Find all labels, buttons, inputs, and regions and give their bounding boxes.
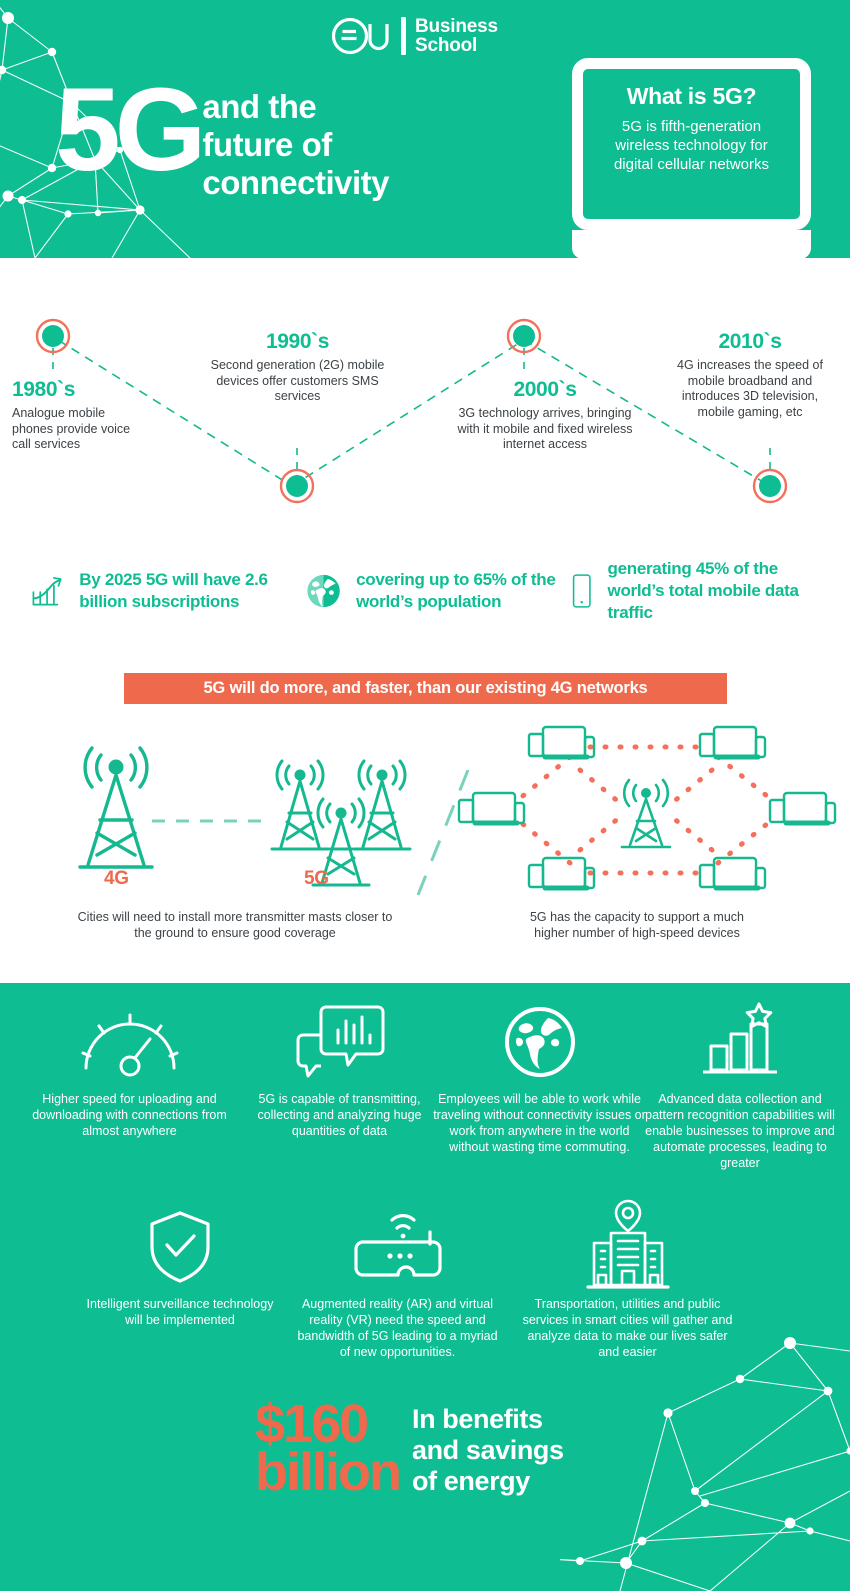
benefit-text: Augmented reality (AR) and virtual reali…	[297, 1297, 498, 1359]
caption-transmitter-masts: Cities will need to install more transmi…	[77, 910, 393, 940]
benefit-data-analysis: 5G is capable of transmitting, collectin…	[232, 1003, 447, 1139]
bar-chart-star-icon	[645, 1002, 835, 1081]
stat-population-coverage: covering up to 65% of the world’s popula…	[305, 560, 565, 622]
savings-text-line-3: of energy	[411, 1466, 530, 1496]
benefit-surveillance: Intelligent surveillance technology will…	[85, 1208, 275, 1328]
stat-text: covering up to 65% of the world’s popula…	[356, 570, 556, 611]
stat-text: By 2025 5G will have 2.6 billion subscri…	[79, 570, 268, 611]
coverage-comparison-section	[0, 715, 850, 970]
header-section: Business School 5G and the future of con…	[0, 0, 850, 258]
what-is-5g-callout: What is 5G? 5G is fifth-generation wirel…	[572, 58, 811, 258]
eu-business-school-logo: Business School	[330, 12, 498, 60]
benefit-text: Employees will be able to work while tra…	[433, 1092, 646, 1154]
benefit-text: Higher speed for uploading and downloadi…	[32, 1092, 227, 1138]
benefit-text: Intelligent surveillance technology will…	[86, 1297, 274, 1327]
tower-4g-icon	[78, 746, 154, 869]
monitor-stand-icon	[572, 230, 811, 258]
timeline-year: 1980`s	[12, 378, 75, 401]
savings-amount-line-1: $160	[255, 1394, 369, 1454]
orange-banner: 5G will do more, and faster, than our ex…	[124, 673, 727, 704]
timeline-description: Analogue mobile phones provide voice cal…	[12, 406, 131, 451]
tower-5g-cluster-icon	[270, 759, 412, 887]
logo-line-1: Business	[415, 16, 498, 37]
callout-title: What is 5G?	[626, 83, 757, 109]
label-4g: 4G	[104, 868, 129, 889]
stats-section: By 2025 5G will have 2.6 billion subscri…	[0, 550, 850, 655]
timeline-item-2000s: 2000`s 3G technology arrives, bringing w…	[455, 378, 635, 453]
headline-line-3: connectivity	[202, 164, 389, 201]
timeline-item-2010s: 2010`s 4G increases the speed of mobile …	[665, 330, 835, 420]
timeline-item-1980s: 1980`s Analogue mobile phones provide vo…	[12, 378, 144, 453]
vr-headset-icon	[295, 1208, 500, 1286]
logo-wordmark: Business School	[415, 17, 498, 55]
headline-line-1: and the	[202, 88, 317, 125]
timeline-description: 4G increases the speed of mobile broadba…	[677, 358, 823, 419]
device-mesh-icon	[457, 725, 837, 891]
timeline-section: 1980`s Analogue mobile phones provide vo…	[0, 258, 850, 543]
network-pattern-background	[0, 6, 191, 258]
page-title: 5G and the future of connectivity	[55, 64, 389, 202]
timeline-year: 1990`s	[266, 330, 329, 353]
globe-icon	[307, 574, 340, 608]
smart-city-icon	[520, 1199, 735, 1289]
towers-and-network-diagram	[78, 725, 837, 896]
benefit-text: 5G is capable of transmitting, collectin…	[257, 1092, 422, 1138]
savings-callout: $160 billion In benefits and savings of …	[255, 1394, 675, 1502]
benefit-data-collection: Advanced data collection and pattern rec…	[645, 1002, 835, 1171]
network-pattern-background-bottom	[560, 1337, 850, 1591]
stat-data-traffic: generating 45% of the world’s total mobi…	[570, 556, 820, 626]
timeline-description: 3G technology arrives, bringing with it …	[457, 406, 633, 451]
benefit-smart-cities: Transportation, utilities and public ser…	[520, 1199, 735, 1360]
savings-text-line-1: In benefits	[411, 1404, 543, 1434]
timeline-year: 2010`s	[718, 330, 782, 353]
logo-line-2: School	[415, 35, 478, 56]
timeline-description: Second generation (2G) mobile devices of…	[210, 358, 385, 403]
timeline-year: 2000`s	[513, 378, 577, 401]
benefit-higher-speed: Higher speed for uploading and downloadi…	[22, 1003, 237, 1139]
benefit-remote-work: Employees will be able to work while tra…	[432, 1003, 647, 1155]
speedometer-icon	[22, 1003, 237, 1081]
section-divider-slash	[416, 769, 470, 896]
headline-subtitle: and the future of connectivity	[202, 88, 389, 202]
timeline-connectors	[35, 318, 788, 504]
timeline-item-1990s: 1990`s Second generation (2G) mobile dev…	[205, 330, 390, 405]
savings-text-line-2: and savings	[411, 1435, 564, 1465]
banner-text: 5G will do more, and faster, than our ex…	[203, 679, 648, 697]
headline-5g: 5G	[55, 64, 206, 196]
benefit-text: Transportation, utilities and public ser…	[522, 1297, 733, 1359]
savings-amount-line-2: billion	[255, 1442, 402, 1502]
benefits-section: Higher speed for uploading and downloadi…	[0, 983, 850, 1591]
label-5g: 5G	[304, 868, 329, 889]
callout-description: 5G is fifth-generation wireless technolo…	[613, 118, 770, 173]
globe-icon	[432, 1003, 647, 1081]
logo-divider	[401, 17, 406, 55]
monitor-frame-icon: What is 5G? 5G is fifth-generation wirel…	[572, 58, 811, 230]
savings-description: In benefits and savings of energy	[412, 1404, 564, 1497]
savings-amount: $160 billion	[255, 1394, 402, 1502]
shield-check-icon	[85, 1208, 275, 1286]
growth-chart-icon	[32, 577, 62, 606]
stat-text: generating 45% of the world’s total mobi…	[607, 559, 799, 622]
benefit-text: Advanced data collection and pattern rec…	[645, 1092, 835, 1170]
stat-subscriptions: By 2025 5G will have 2.6 billion subscri…	[30, 560, 280, 622]
smartphone-icon	[572, 574, 591, 608]
eu-circle-logo-icon	[331, 17, 389, 55]
chat-analytics-icon	[232, 1003, 447, 1081]
headline-line-2: future of	[202, 126, 332, 163]
benefit-ar-vr: Augmented reality (AR) and virtual reali…	[295, 1208, 500, 1360]
caption-device-capacity: 5G has the capacity to support a much hi…	[529, 910, 744, 940]
